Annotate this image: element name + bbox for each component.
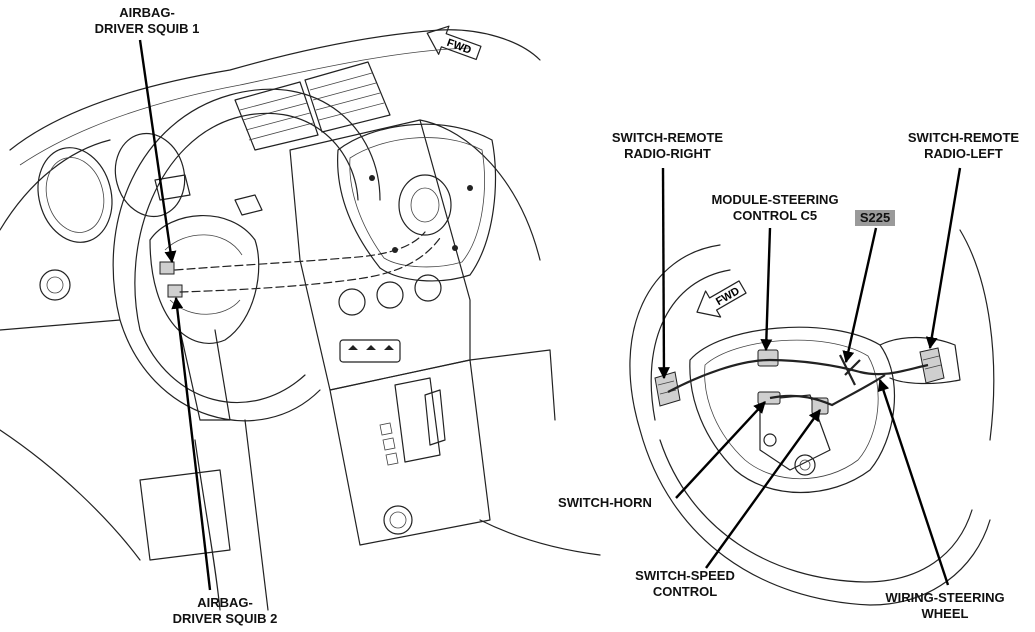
- leader-squib2: [171, 296, 212, 591]
- fwd-label-right: FWD: [714, 285, 742, 308]
- label-wiring-steering-wheel: WIRING-STEERING WHEEL: [885, 590, 1005, 621]
- leader-remote-left: [925, 167, 962, 350]
- leader-squib1: [138, 39, 177, 264]
- label-switch-remote-radio-left: SWITCH-REMOTE RADIO-LEFT: [907, 130, 1020, 161]
- steering-wheel-right: [629, 229, 995, 606]
- label-module-steering-control-c5: MODULE-STEERING CONTROL C5: [711, 192, 839, 223]
- leader-remote-right: [657, 167, 670, 380]
- label-airbag-driver-squib-2: AIRBAG- DRIVER SQUIB 2: [172, 595, 278, 626]
- label-s225: S225: [855, 210, 895, 226]
- leader-speed-control: [705, 409, 821, 569]
- dashboard-drawing: [0, 29, 601, 561]
- leader-horn: [675, 401, 766, 499]
- vent-left: [234, 81, 319, 151]
- label-switch-speed-control: SWITCH-SPEED CONTROL: [635, 568, 735, 599]
- leader-s225: [842, 227, 878, 364]
- label-switch-remote-radio-right: SWITCH-REMOTE RADIO-RIGHT: [611, 130, 724, 161]
- vent-right: [304, 61, 391, 133]
- fwd-arrow-right-icon: FWD: [696, 280, 747, 318]
- label-airbag-driver-squib-1: AIRBAG- DRIVER SQUIB 1: [94, 5, 200, 36]
- fwd-arrow-left-icon: FWD: [426, 25, 482, 61]
- label-switch-horn: SWITCH-HORN: [558, 495, 652, 510]
- airbag-module: [174, 123, 497, 293]
- leader-module-c5: [760, 227, 773, 352]
- leader-wiring: [877, 378, 950, 586]
